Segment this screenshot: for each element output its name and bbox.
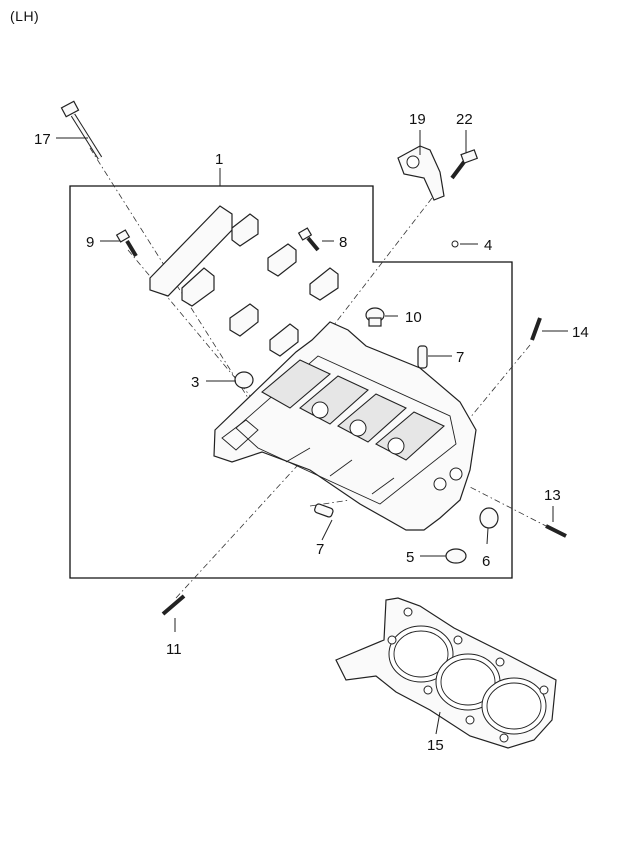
callout-10: 10 <box>405 309 422 326</box>
dowel-7-lower <box>314 503 334 518</box>
callout-7-lower: 7 <box>316 541 324 558</box>
callout-4: 4 <box>484 237 492 254</box>
cap-10 <box>365 307 385 327</box>
plug-3 <box>234 371 254 389</box>
cylinder-head <box>213 321 477 531</box>
callout-15: 15 <box>427 737 444 754</box>
stud-13 <box>545 524 567 538</box>
bracket-19 <box>397 145 445 201</box>
ring-4 <box>451 240 459 248</box>
callout-1: 1 <box>215 151 223 168</box>
bolt-8 <box>297 227 320 252</box>
callout-19: 19 <box>409 111 426 128</box>
callout-8: 8 <box>339 234 347 251</box>
callout-11: 11 <box>166 641 182 658</box>
callouts: 1 3 4 5 6 7 7 8 9 10 11 13 14 15 17 19 2… <box>34 111 589 754</box>
seal-5 <box>445 548 467 564</box>
callout-3: 3 <box>191 374 199 391</box>
callout-14: 14 <box>572 324 589 341</box>
bearing-caps <box>149 205 339 357</box>
leader-lines <box>56 130 568 735</box>
callout-17: 17 <box>34 131 51 148</box>
bolt-9 <box>115 229 138 258</box>
callout-13: 13 <box>544 487 561 504</box>
stud-14 <box>530 317 542 341</box>
callout-22: 22 <box>456 111 473 128</box>
dowel-7-upper <box>417 345 428 369</box>
assembly-frame <box>69 185 513 579</box>
variant-label: (LH) <box>10 8 40 24</box>
stud-11 <box>161 594 186 616</box>
callout-7-upper: 7 <box>456 349 464 366</box>
bolt-17 <box>60 100 103 160</box>
callout-5: 5 <box>406 549 414 566</box>
seal-6 <box>479 507 499 529</box>
bolt-22 <box>450 149 479 180</box>
callout-6: 6 <box>482 553 490 570</box>
head-gasket-15 <box>335 597 557 749</box>
callout-9: 9 <box>86 234 94 251</box>
